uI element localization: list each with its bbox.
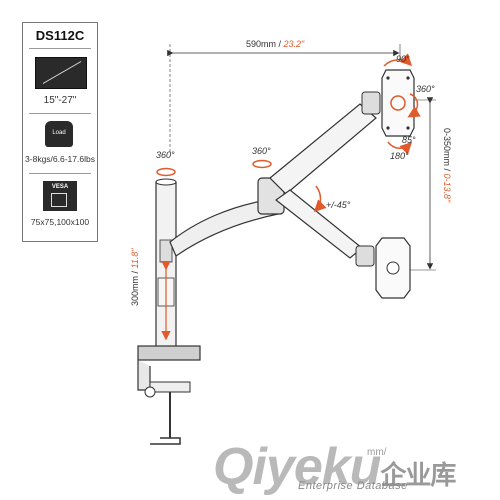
reach-mm: 590mm [246,39,277,49]
model-number: DS112C [35,28,85,43]
watermark-tagline: Enterprise Database [298,480,408,492]
reach-dimension: 590mm / 23.2" [246,39,305,49]
vesa-sizes: 75x75,100x100 [30,217,90,227]
load-icon-label: Load [52,130,66,136]
screen-size-range: 15"-27" [43,95,77,106]
vesa-icon-label: VESA [51,184,69,190]
monitor-size-icon [35,57,87,89]
pole-in: 11.8" [130,248,140,269]
portrait-rotation-label: 180° [390,151,409,161]
divider [29,113,91,114]
head-swivel-label: 360° [416,84,435,94]
arm-tilt-label: +/-45° [326,200,351,210]
pole-mm: 300mm [130,275,140,306]
divider [29,48,91,49]
height-dimension: 0-350mm / 0-13.8" [442,128,452,203]
tilt-up-label: 90° [396,54,410,64]
divider [29,173,91,174]
height-mm: 0-350mm [442,128,452,167]
watermark-logo: Qiyeku企业库 [213,438,456,496]
unit-fragment: mm/ [367,447,387,458]
tilt-down-label: 85° [402,135,416,145]
weight-icon: Load [45,121,73,147]
vesa-icon: VESA [43,181,77,211]
arm-swivel-label: 360° [252,146,271,156]
height-in: 0-13.8" [442,173,452,203]
pole-dimension: 300mm / 11.8" [130,248,140,306]
spec-panel: DS112C 15"-27" Load 3-8kgs/6.6-17.6lbs V… [22,22,98,242]
reach-in: 23.2" [283,39,305,49]
weight-capacity: 3-8kgs/6.6-17.6lbs [25,154,95,164]
pole-swivel-label: 360° [156,150,175,160]
